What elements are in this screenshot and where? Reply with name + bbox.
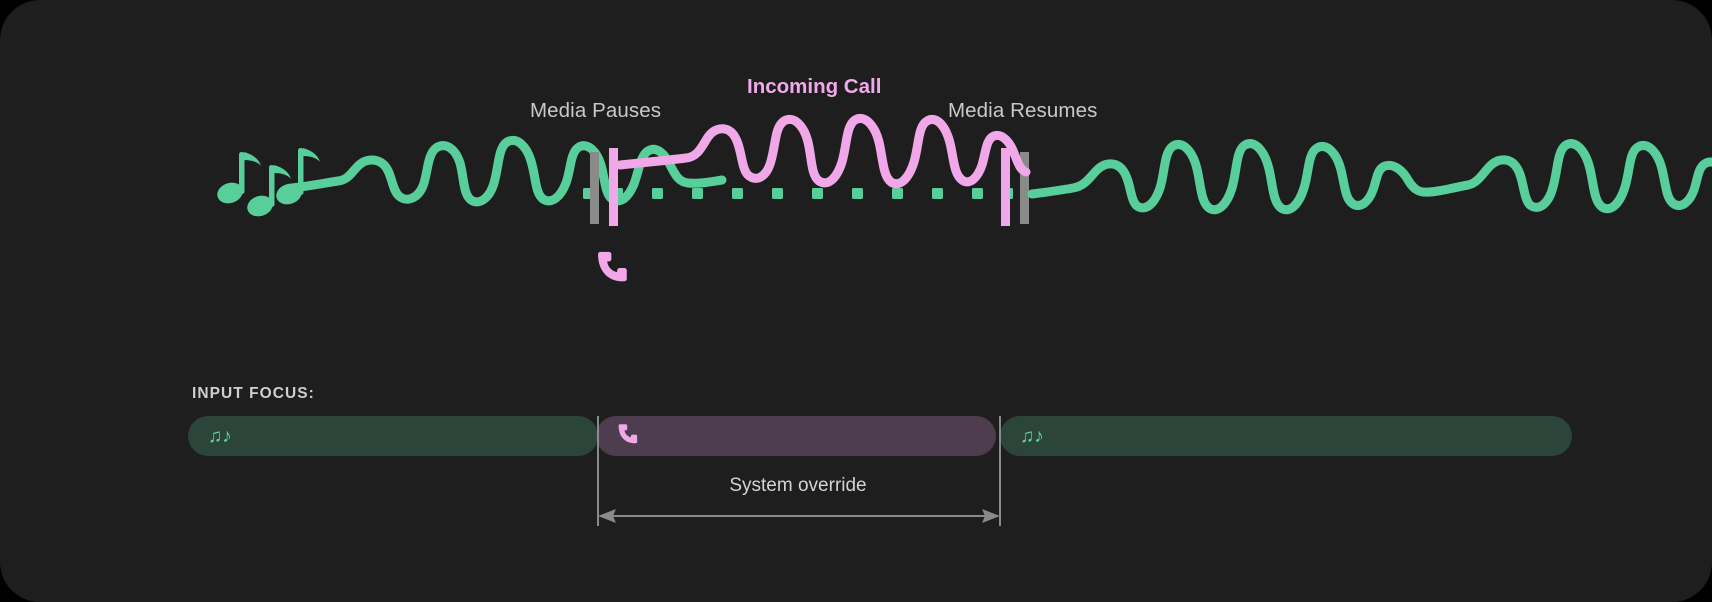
- media-pauses-label: Media Pauses: [530, 99, 662, 122]
- focus-bar-call[interactable]: [596, 416, 996, 456]
- input-focus-label: INPUT FOCUS:: [192, 385, 315, 402]
- phone-icon: [598, 251, 627, 282]
- media-waveform-right: [1027, 139, 1712, 215]
- call-waveform: [615, 114, 1031, 189]
- media-resume-marker: [1020, 152, 1029, 224]
- audio-timeline: Media Pauses Incoming Call Media Resumes: [217, 75, 1712, 282]
- timeline-graphic: [217, 114, 1712, 282]
- media-resumes-label: Media Resumes: [948, 99, 1098, 122]
- paused-baseline-dots: [583, 188, 1013, 199]
- call-end-marker: [1001, 148, 1010, 226]
- focus-bar-media-before[interactable]: ♫♪: [188, 416, 598, 456]
- override-graphic: [597, 416, 1001, 526]
- phone-icon-glyph: [618, 424, 638, 444]
- music-notes-icon: ♫♪: [1020, 425, 1044, 447]
- music-notes-icon: [217, 148, 320, 217]
- focus-bar-media-after[interactable]: ♫♪: [1000, 416, 1572, 456]
- media-pause-marker: [590, 152, 599, 224]
- system-override-bracket: [0, 416, 1712, 536]
- call-start-marker: [609, 148, 618, 226]
- music-notes-icon: ♫♪: [208, 425, 232, 447]
- incoming-call-label: Incoming Call: [747, 75, 882, 98]
- phone-icon: [616, 423, 638, 449]
